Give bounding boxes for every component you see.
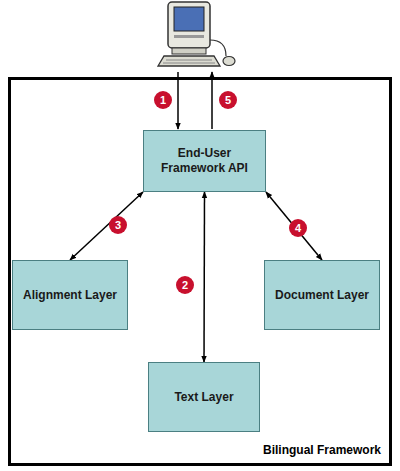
callout-number: 5 [219,91,237,109]
layer-box: Text Layer [148,362,260,432]
boundary-title: Bilingual Framework [263,443,381,457]
framework-boundary: Bilingual Framework End-User Framework AP… [8,77,392,466]
request-arrow [177,72,179,129]
box-label: Alignment Layer [17,284,123,307]
api-box: End-User Framework API [143,130,266,192]
box-label: Text Layer [168,386,239,409]
callout-number: 1 [154,91,172,109]
box-label: Document Layer [269,284,375,307]
connector-arrow [266,192,322,260]
callout-number: 2 [176,276,194,294]
callout-number: 4 [289,219,307,237]
layer-box: Alignment Layer [12,260,128,330]
computer-icon [158,2,235,66]
connector-arrow [203,192,205,362]
callout-number: 3 [109,216,127,234]
box-label: End-User Framework API [144,142,265,180]
layer-box: Document Layer [264,260,380,330]
connector-arrow [70,192,143,260]
response-arrow [211,72,213,129]
